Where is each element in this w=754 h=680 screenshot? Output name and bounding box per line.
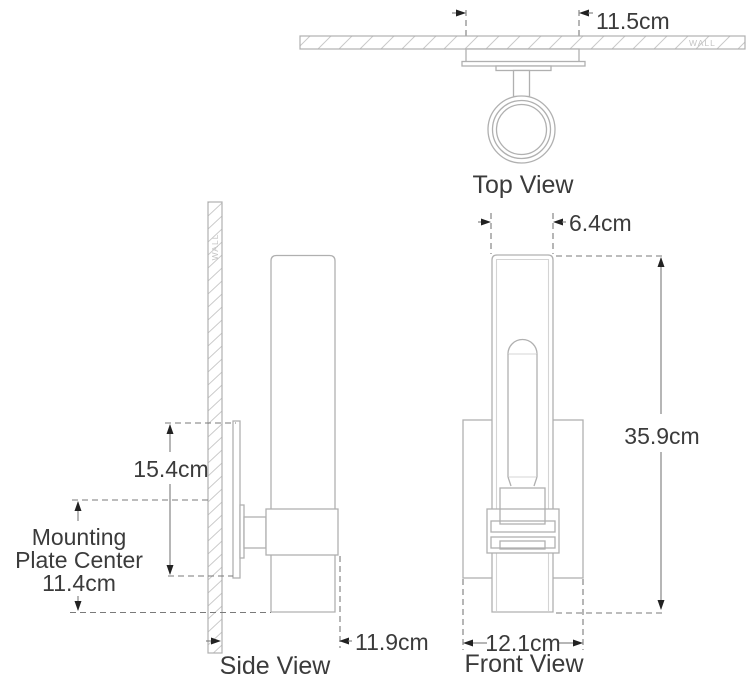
mounting-plate-top-view — [465, 48, 580, 63]
wall-label: WALL — [210, 234, 220, 261]
glass-tube-side — [270, 254, 336, 613]
canopy-flange — [461, 60, 586, 67]
arrow-down-icon — [657, 600, 665, 610]
front-view-label: Front View — [464, 650, 584, 678]
bulb-taper — [533, 476, 538, 487]
backplate-width-dimension: 12.1cm — [485, 630, 560, 656]
socket-band-lower — [490, 536, 556, 549]
support-arm — [243, 516, 267, 549]
arrow-down-icon — [166, 565, 174, 575]
wall-label: WALL — [689, 38, 716, 48]
plate-height-dimension: 15.4cm — [133, 456, 208, 482]
mounting-plate-center-label-line2: Plate Center — [15, 547, 143, 573]
glass-width-dimension: 6.4cm — [569, 210, 632, 236]
socket-band-inner — [499, 540, 546, 550]
arrow-left-icon — [463, 639, 473, 647]
front-view: 6.4cm 35.9cm 12.1cm Front View — [462, 210, 700, 678]
bulb-dome — [507, 338, 538, 355]
arrow-up-icon — [166, 424, 174, 434]
socket-block-side — [265, 508, 339, 556]
arrow-right-icon — [573, 639, 583, 647]
stem-top-view — [512, 69, 531, 98]
side-view: WALL 15.4cm Mounting Plate Center 11.4cm… — [15, 201, 429, 680]
arrow-right-icon — [456, 9, 466, 17]
arrow-right-icon — [211, 637, 221, 645]
glass-ring-inner — [495, 103, 548, 156]
arrow-up-icon — [657, 257, 665, 267]
arrow-left-icon — [339, 637, 349, 645]
arrow-up-icon — [74, 501, 82, 511]
height-dimension: 35.9cm — [624, 423, 699, 449]
wall-section-top — [299, 35, 746, 50]
backplate-side — [232, 420, 241, 579]
candle-socket — [499, 487, 546, 525]
arrow-right-icon — [481, 218, 491, 226]
glass-ring-outer — [487, 95, 556, 164]
depth-dimension: 11.9cm — [355, 629, 429, 655]
glass-tube-front — [491, 254, 554, 613]
arrow-down-icon — [74, 601, 82, 611]
top-view-label: Top View — [473, 171, 575, 199]
wall-section-side — [207, 201, 223, 654]
bulb-taper — [507, 476, 512, 487]
socket-band-upper — [490, 520, 556, 533]
glass-ring-middle — [491, 99, 552, 160]
top-view: WALL 11.5cm Top View — [299, 8, 746, 199]
arrow-left-icon — [579, 9, 589, 17]
side-view-label: Side View — [220, 652, 332, 680]
canopy-inner-bar — [495, 65, 552, 72]
mounting-plate-center-dimension: 11.4cm — [42, 570, 116, 596]
arrow-left-icon — [553, 218, 563, 226]
top-view-width-dimension: 11.5cm — [596, 8, 670, 34]
socket-block-front — [486, 508, 560, 554]
mounting-plate-center-label-line1: Mounting — [32, 524, 127, 550]
